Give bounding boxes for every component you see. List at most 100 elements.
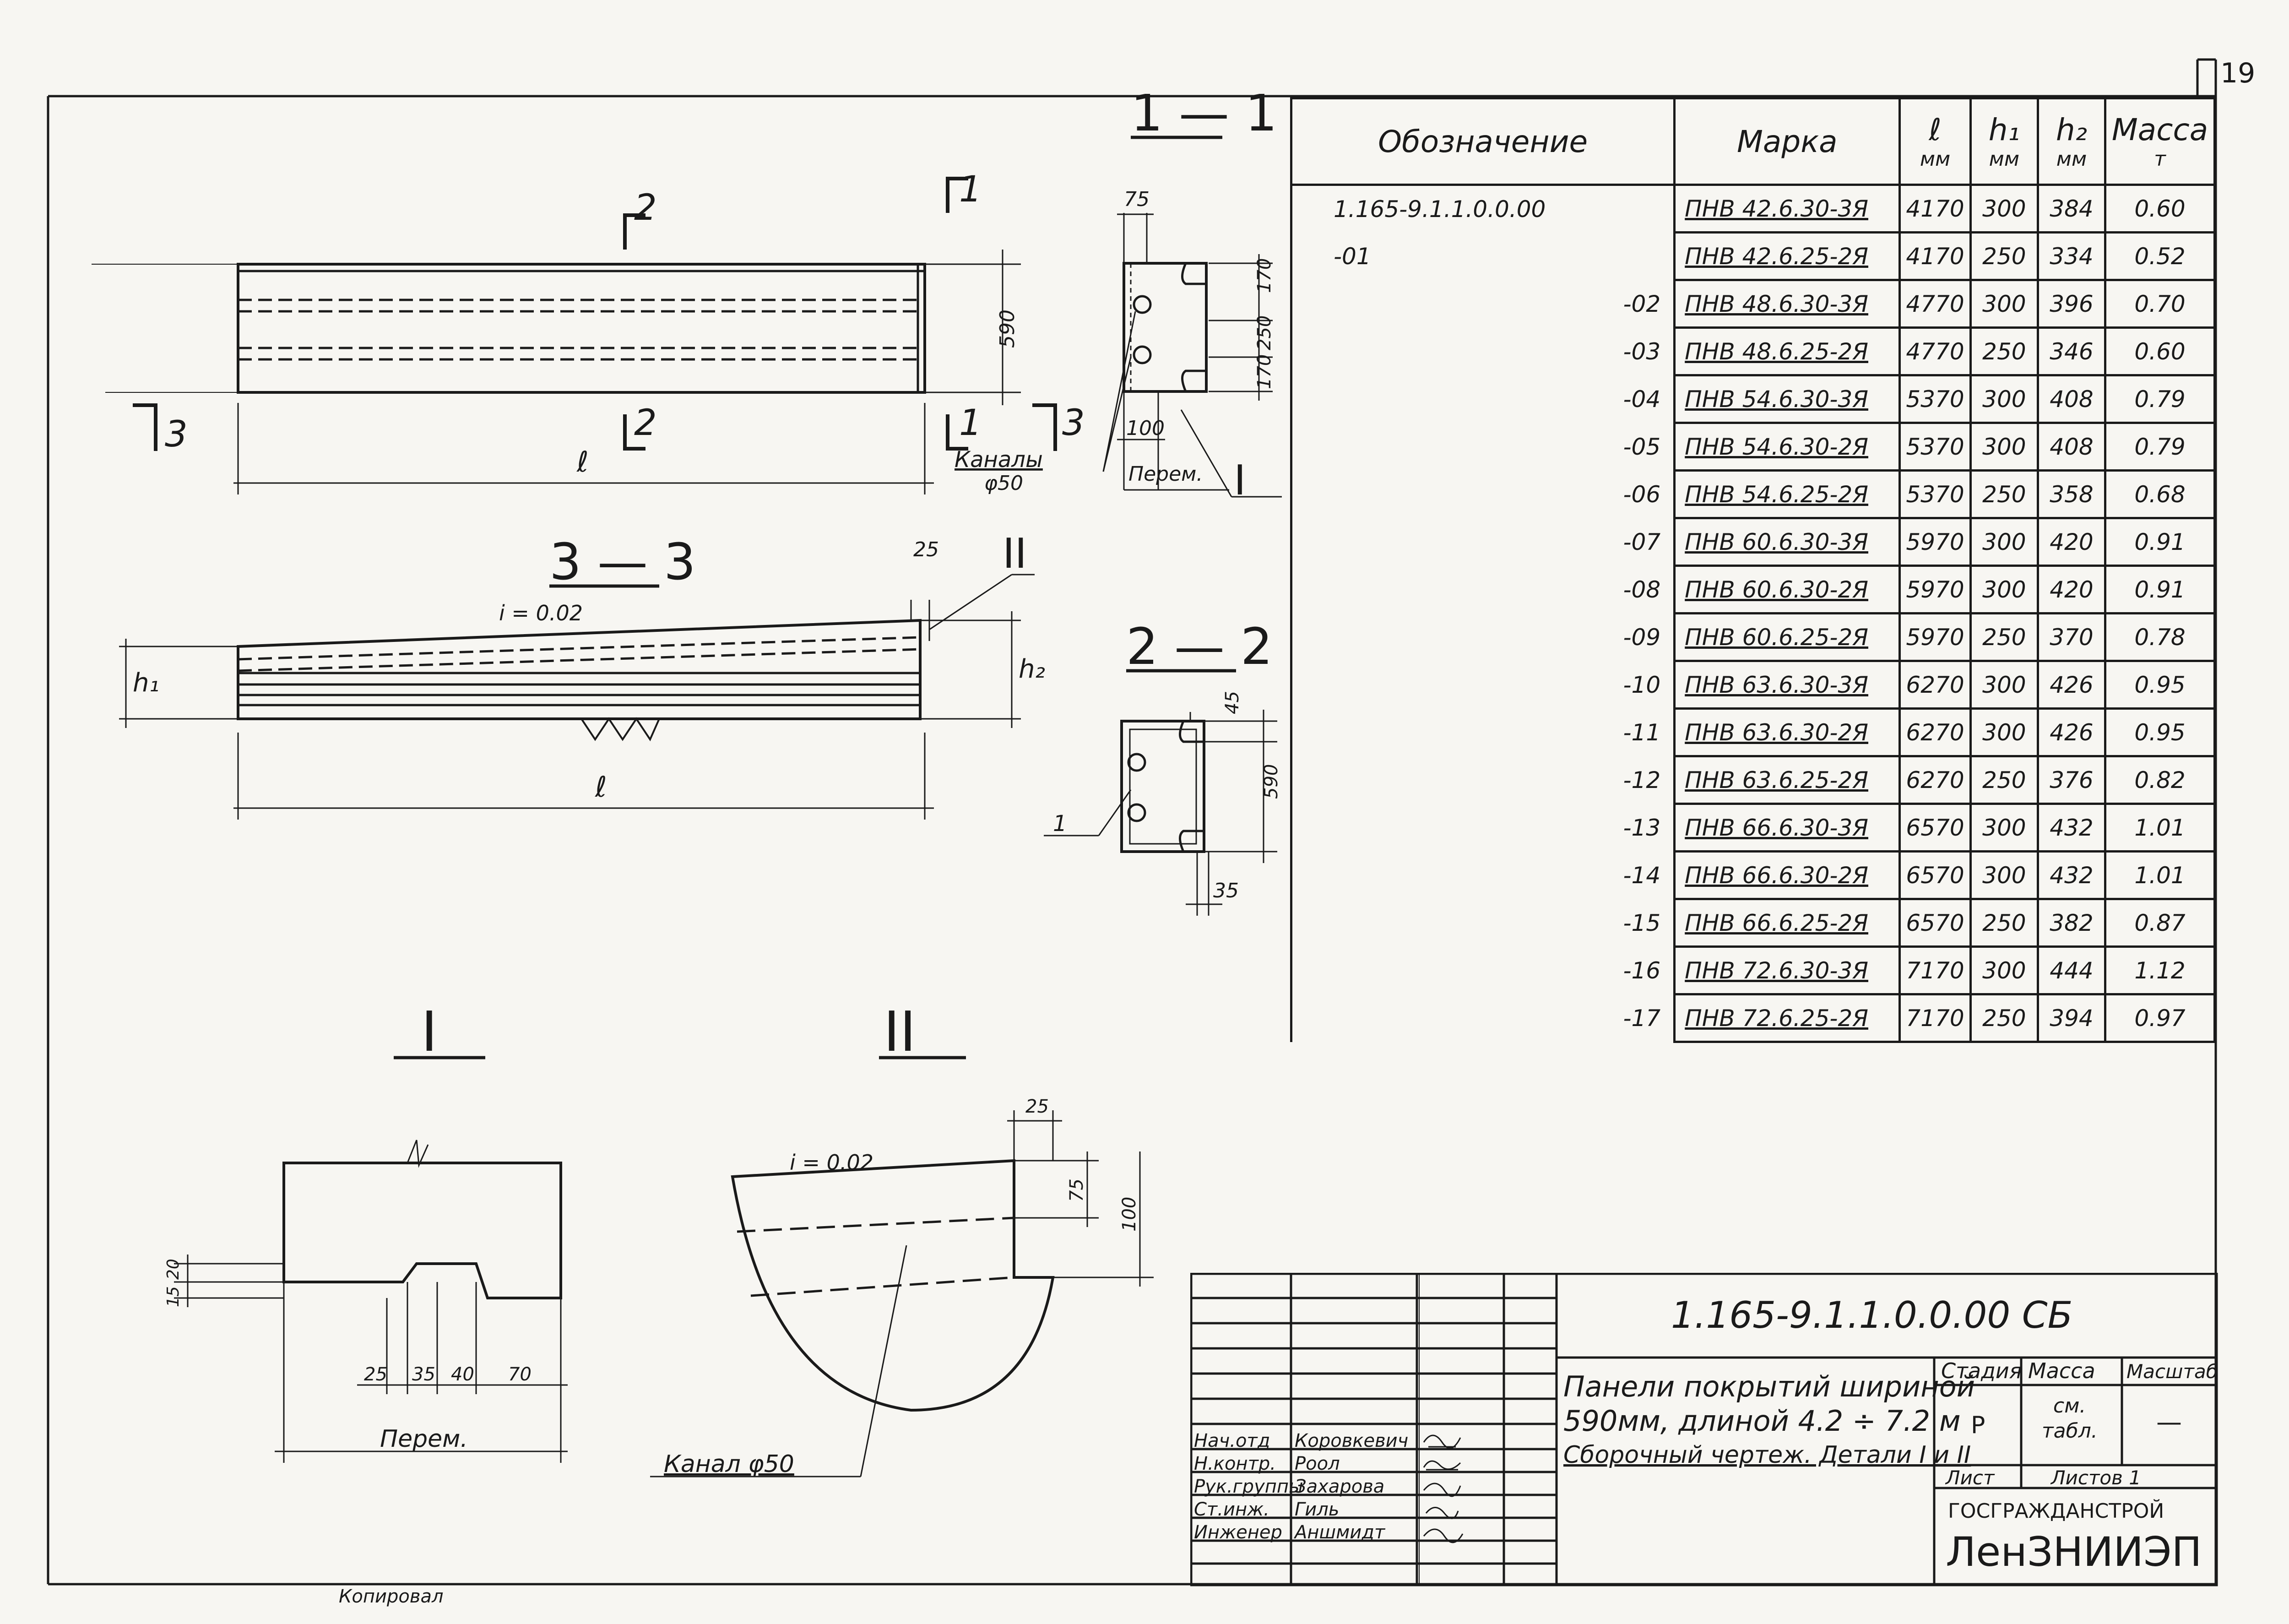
mark-cell: ПНВ 60.6.25-2Я xyxy=(1673,612,1901,662)
header-mark: Марка xyxy=(1673,97,1901,186)
mass-value-1: см. xyxy=(2053,1394,2086,1418)
mark-cell: ПНВ 54.6.25-2Я xyxy=(1673,469,1901,519)
mark-cell: ПНВ 63.6.30-3Я xyxy=(1673,660,1901,710)
scale-value: — xyxy=(2156,1407,2182,1437)
dim-25: 25 xyxy=(913,538,939,561)
h1-cell: 300 xyxy=(1969,374,2039,424)
mark-cell: ПНВ 54.6.30-3Я xyxy=(1673,374,1901,424)
mass-cell: 0.60 xyxy=(2104,326,2216,376)
length-cell: 6570 xyxy=(1898,850,1972,900)
section-length-label: ℓ xyxy=(595,770,607,804)
detail-II-marker: II xyxy=(1003,530,1027,578)
dim-100: 100 xyxy=(1126,417,1165,440)
h2-cell: 384 xyxy=(2036,184,2107,234)
title-line-2: 590мм, длиной 4.2 ÷ 7.2 м xyxy=(1563,1404,1961,1438)
staff-role-4: Ст.инж. xyxy=(1194,1499,1269,1520)
staff-name-2: Роол xyxy=(1295,1453,1340,1474)
dim-75: 75 xyxy=(1124,188,1150,211)
mass-cell: 0.95 xyxy=(2104,660,2216,710)
org-name-1: ГОСГРАЖДАНСТРОЙ xyxy=(1948,1499,2164,1523)
mass-cell: 0.97 xyxy=(2104,993,2216,1043)
length-cell: 6570 xyxy=(1898,803,1972,853)
h1-cell: 250 xyxy=(1969,612,2039,662)
mark-cell: ПНВ 42.6.25-2Я xyxy=(1673,231,1901,281)
mark-cell: ПНВ 63.6.25-2Я xyxy=(1673,755,1901,805)
staff-name-5: Аншмидт xyxy=(1293,1522,1386,1543)
staff-role-2: Н.контр. xyxy=(1194,1453,1276,1474)
mass-cell: 0.68 xyxy=(2104,469,2216,519)
section-1-1-title: 1 — 1 xyxy=(1131,84,1277,142)
stage-value: Р xyxy=(1971,1412,1985,1439)
h1-cell: 300 xyxy=(1969,850,2039,900)
mass-cell: 1.01 xyxy=(2104,803,2216,853)
h1-label: h₁ xyxy=(133,668,159,698)
length-cell: 4770 xyxy=(1898,326,1972,376)
h2-cell: 420 xyxy=(2036,517,2107,567)
h2-cell: 346 xyxy=(2036,326,2107,376)
designation-cell: -01 xyxy=(1290,232,1676,280)
h2-cell: 370 xyxy=(2036,612,2107,662)
designation-cell: -09 xyxy=(1290,613,1676,661)
designation-cell: -08 xyxy=(1290,565,1676,614)
org-name-2: ЛенЗНИИЭП xyxy=(1946,1528,2202,1575)
h2-cell: 408 xyxy=(2036,422,2107,472)
h2-cell: 334 xyxy=(2036,231,2107,281)
h1-cell: 300 xyxy=(1969,279,2039,329)
det1-dim-70: 70 xyxy=(508,1364,532,1385)
det2-dim-75: 75 xyxy=(1066,1179,1087,1202)
h2-cell: 444 xyxy=(2036,945,2107,995)
designation-cell: -17 xyxy=(1290,994,1676,1042)
mark-cell: ПНВ 66.6.30-3Я xyxy=(1673,803,1901,853)
h1-cell: 250 xyxy=(1969,231,2039,281)
h2-cell: 426 xyxy=(2036,707,2107,757)
length-cell: 7170 xyxy=(1898,993,1972,1043)
designation-cell: -05 xyxy=(1290,423,1676,471)
h1-cell: 300 xyxy=(1969,803,2039,853)
designation-cell: -03 xyxy=(1290,327,1676,375)
mass-cell: 0.70 xyxy=(2104,279,2216,329)
h1-cell: 300 xyxy=(1969,184,2039,234)
designation-cell: -10 xyxy=(1290,661,1676,709)
mass-cell: 0.79 xyxy=(2104,422,2216,472)
det2-dim-25: 25 xyxy=(1025,1096,1049,1117)
dim-35: 35 xyxy=(1213,879,1239,902)
mark-cell: ПНВ 72.6.30-3Я xyxy=(1673,945,1901,995)
det1-perem-label: Перем. xyxy=(380,1425,468,1453)
title-line-1: Панели покрытий шириной xyxy=(1563,1370,1975,1403)
h1-cell: 300 xyxy=(1969,707,2039,757)
sheet-label: Лист xyxy=(1945,1466,1995,1489)
h2-cell: 396 xyxy=(2036,279,2107,329)
dim-45: 45 xyxy=(1222,691,1243,714)
signatures xyxy=(1423,1434,1464,1543)
channels-label: Каналы xyxy=(955,447,1043,473)
mark-cell: ПНВ 48.6.25-2Я xyxy=(1673,326,1901,376)
designation-cell: -06 xyxy=(1290,470,1676,518)
h1-cell: 250 xyxy=(1969,755,2039,805)
det1-dim-20: 20 xyxy=(164,1259,183,1280)
mark-cell: ПНВ 42.6.30-3Я xyxy=(1673,184,1901,234)
mark-cell: ПНВ 60.6.30-3Я xyxy=(1673,517,1901,567)
designation-cell: -04 xyxy=(1290,375,1676,423)
dim-170-bottom: 170 xyxy=(1254,354,1275,389)
stage-label: Стадия xyxy=(1941,1358,2022,1383)
staff-name-1: Коровкевич xyxy=(1295,1430,1408,1451)
designation-cell: 1.165-9.1.1.0.0.00 xyxy=(1290,185,1676,233)
leader-1-label: 1 xyxy=(1053,811,1067,836)
